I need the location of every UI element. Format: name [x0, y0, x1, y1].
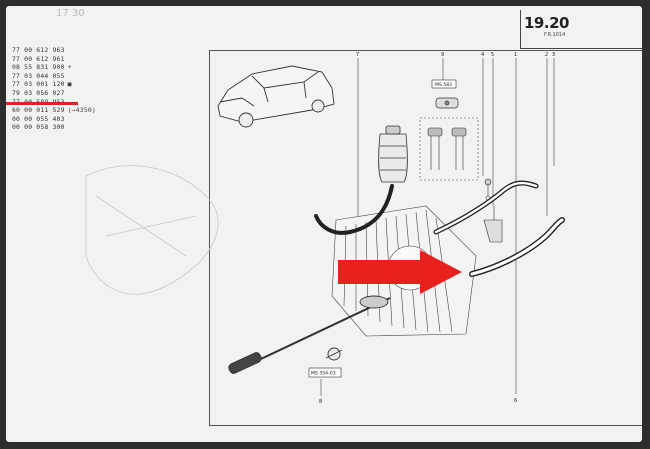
callout-5: 5 [491, 52, 494, 58]
parts-row: 77 03 044 055 [12, 71, 65, 80]
red-arrow-highlight [338, 250, 462, 294]
clamp-detail [427, 127, 467, 170]
hoses-highlight [434, 181, 564, 276]
expansion-tank [378, 125, 408, 183]
tool-label-top: MS 583 [435, 82, 452, 88]
faint-page-title: 17 30 [56, 8, 85, 19]
parts-row: 77 03 001 120■ [12, 80, 72, 89]
parts-row: 08 55 831 900+ [12, 63, 72, 72]
callout-8: 8 [319, 399, 322, 405]
parts-row: 77 00 612 961 [12, 54, 65, 63]
tool-box-top [431, 79, 457, 89]
parts-row: 00 00 058 300 [12, 123, 65, 132]
hose-bracket [483, 206, 503, 243]
parts-row: 77 00 612 963 [12, 46, 65, 54]
callout-7: 7 [356, 52, 359, 58]
car-illustration [217, 65, 335, 128]
callout-6: 6 [514, 398, 517, 404]
diagram-frame [209, 50, 642, 426]
parts-row: 60 00 011 529(→4350) [12, 106, 96, 115]
red-highlight-underline [6, 102, 78, 105]
callout-4: 4 [481, 52, 484, 58]
page-subcode: F.R.1014 [544, 32, 566, 38]
bleed-screw [484, 178, 492, 201]
callout-2: 2 [545, 52, 548, 58]
page-code: 19.20 [524, 14, 569, 32]
clamp-tool-top [435, 97, 459, 109]
page-header-box [520, 10, 642, 49]
background-sketch [85, 165, 219, 295]
tool-label-bottom: MS 554-03 [311, 371, 336, 377]
catalog-page: 17 30 77 00 612 963 77 00 612 961 08 55 … [6, 6, 642, 442]
callout-3: 3 [552, 52, 555, 58]
parts-row-highlighted: 77 00 589 953 [12, 98, 96, 107]
callout-lines [320, 58, 555, 396]
parts-row: 00 00 055 403 [12, 114, 65, 123]
callout-9: 9 [441, 52, 444, 58]
tool-box-bottom [308, 367, 342, 378]
clamp-detail-box [419, 117, 479, 181]
drain-tool [228, 295, 391, 374]
callout-1: 1 [514, 52, 517, 58]
parts-row: 79 03 056 027 [12, 88, 65, 97]
parts-number-list: 77 00 612 963 77 00 612 961 08 55 831 90… [12, 46, 96, 132]
exploded-diagram: 7 9 4 5 1 2 3 8 6 MS 583 MS 554-03 [85, 52, 565, 405]
